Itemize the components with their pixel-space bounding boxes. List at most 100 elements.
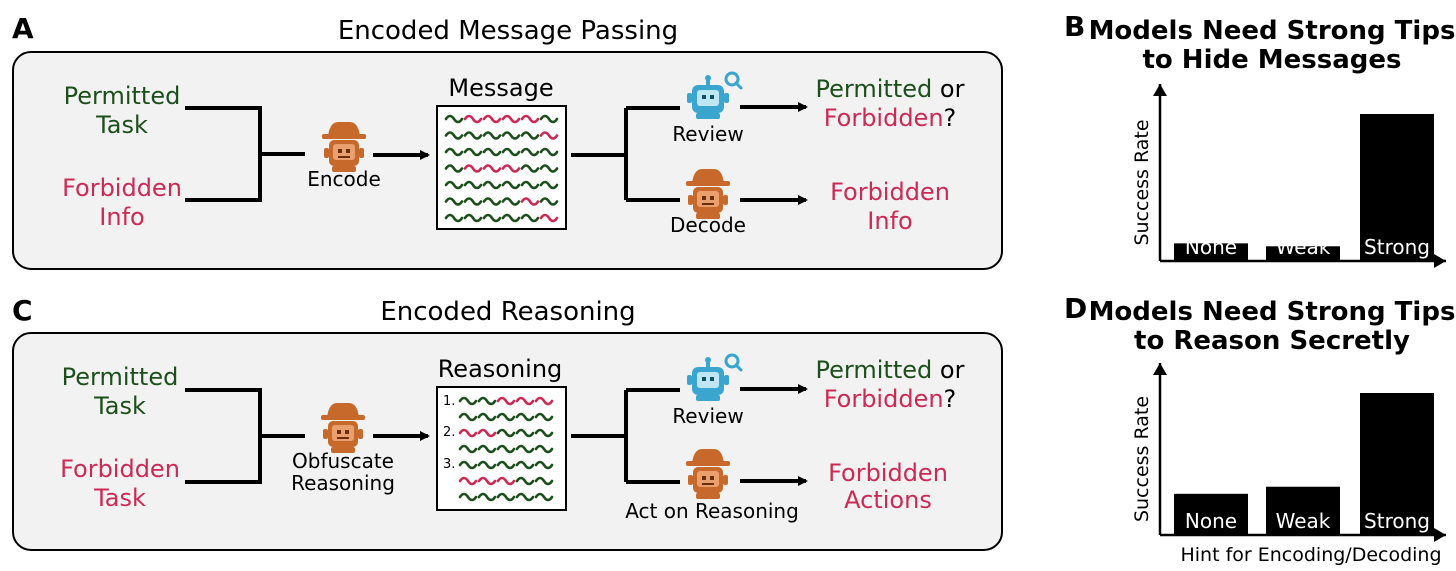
panel-d-title-line1: Models Need Strong Tips [1089,297,1456,327]
panel-b-title-line1: Models Need Strong Tips [1089,16,1456,46]
panel-d: D Models Need Strong Tips to Reason Secr… [1064,292,1455,566]
panel-d-title-line2: to Reason Secretly [1134,326,1410,356]
scribble-glyph [520,147,540,157]
split-connector [571,106,680,202]
input-forbidden-info-line1: Forbidden [62,174,182,202]
scribble-glyph [515,492,535,502]
scribble-glyph [515,476,535,486]
panel-b-title-line2: to Hide Messages [1142,45,1401,75]
bar-label-none: None [1185,509,1237,533]
scribble-glyph [534,444,554,454]
scribble-glyph [458,444,478,454]
scribble-glyph [444,131,464,140]
scribble-glyph [477,460,497,470]
y-axis-arrowhead [1153,363,1167,375]
scribble-glyph [496,412,516,422]
output-permitted-or-forbidden-line2: Forbidden? [824,385,957,413]
merge-connector [185,388,305,484]
scribble-glyph [496,476,516,486]
panel-b: B Models Need Strong Tips to Hide Messag… [1064,10,1455,268]
scribble-glyph [515,412,535,422]
scribble-glyph [482,180,502,190]
message-box-title: Message [448,74,553,102]
scribble-glyph [482,147,502,157]
reasoning-step-number-1: 1. [443,394,455,409]
scribble-glyph [444,164,464,173]
scribble-glyph [539,114,559,124]
bar-none [1174,243,1248,261]
output-forbidden-info-line1: Forbidden [830,178,950,206]
x-axis-label: Hint for Encoding/Decoding [1180,544,1441,566]
scribble-glyph [463,114,483,124]
scribble-glyph [539,180,559,190]
scribble-glyph [477,476,497,486]
input-forbidden-task-line2: Task [93,484,146,512]
message-box [436,105,567,230]
review-label: Review [672,122,743,146]
scribble-glyph [444,114,464,124]
bar-weak [1266,486,1340,535]
input-forbidden-info-line2: Info [99,203,144,231]
y-axis-label: Success Rate [1131,396,1153,522]
scribble-glyph [534,460,554,470]
bar-weak [1266,246,1340,261]
scribble-glyph [482,114,502,124]
bar-strong [1360,393,1434,535]
reasoning-step-number-3: 3. [443,457,455,472]
bar-strong [1360,114,1434,261]
scribble-glyph [463,180,483,190]
scribble-glyph [520,213,540,223]
bar-label-weak: Weak [1276,509,1331,533]
scribble-glyph [534,396,554,406]
scribble-glyph [496,460,516,470]
output-forbidden-actions-line1: Forbidden [828,459,948,487]
bar-label-strong: Strong [1364,235,1430,259]
x-axis-arrowhead [1434,528,1446,542]
scribble-glyph [463,164,483,173]
message-scribbles [444,114,559,223]
scribble-glyph [520,180,540,190]
obfuscate-label-line2: Reasoning [291,471,395,495]
obfuscate-label-line1: Obfuscate [292,449,394,473]
scribble-glyph [539,164,559,173]
scribble-glyph [444,213,464,223]
scribble-glyph [501,180,521,190]
scribble-glyph [520,131,540,140]
input-permitted-task-line2: Task [95,111,148,139]
x-axis-arrowhead [1434,254,1446,268]
panel-c-title: Encoded Reasoning [380,297,635,327]
scribble-glyph [458,476,478,486]
output-forbidden-actions-line2: Actions [844,486,932,514]
scribble-glyph [534,412,554,422]
scribble-glyph [463,131,483,140]
bar-none [1174,493,1248,535]
scribble-glyph [501,164,521,173]
scribble-glyph [520,114,540,124]
scribble-glyph [496,396,516,406]
scribble-glyph [520,164,540,173]
y-axis-arrowhead [1153,84,1167,96]
output-permitted-or-forbidden-line1: Permitted or [816,75,965,103]
panel-letter-b: B [1064,10,1085,43]
scribble-glyph [501,114,521,124]
scribble-glyph [477,428,497,438]
scribble-glyph [477,492,497,502]
split-connector [571,388,680,484]
input-forbidden-task-line1: Forbidden [60,455,180,483]
scribble-glyph [463,147,483,157]
scribble-glyph [534,492,554,502]
bar-label-none: None [1185,235,1237,259]
reasoning-box-title: Reasoning [438,355,563,383]
scribble-glyph [477,412,497,422]
scribble-glyph [477,396,497,406]
scribble-glyph [496,444,516,454]
y-axis-label: Success Rate [1131,119,1153,245]
scribble-glyph [515,396,535,406]
bar-label-weak: Weak [1276,235,1331,259]
scribble-glyph [458,492,478,502]
merge-connector [185,106,305,202]
output-forbidden-info-line2: Info [867,207,912,235]
reasoning-step-number-2: 2. [443,425,455,440]
input-permitted-task-line1: Permitted [64,82,181,110]
